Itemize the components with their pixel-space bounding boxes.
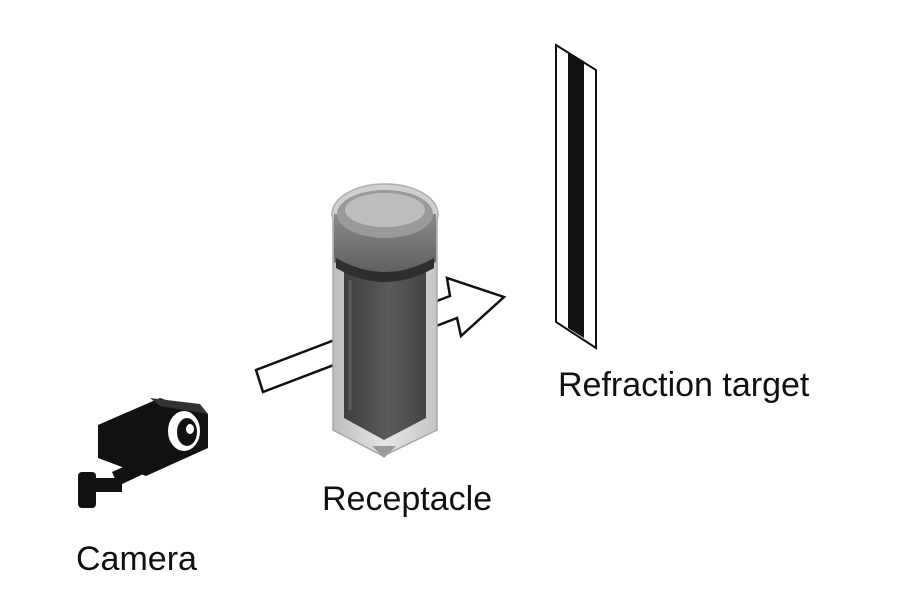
receptacle-icon — [331, 183, 439, 458]
camera-label: Camera — [76, 540, 197, 578]
refraction-target-label: Refraction target — [558, 366, 810, 404]
receptacle-label: Receptacle — [322, 480, 493, 518]
refraction-target-icon — [555, 43, 597, 350]
camera-icon — [78, 398, 208, 508]
